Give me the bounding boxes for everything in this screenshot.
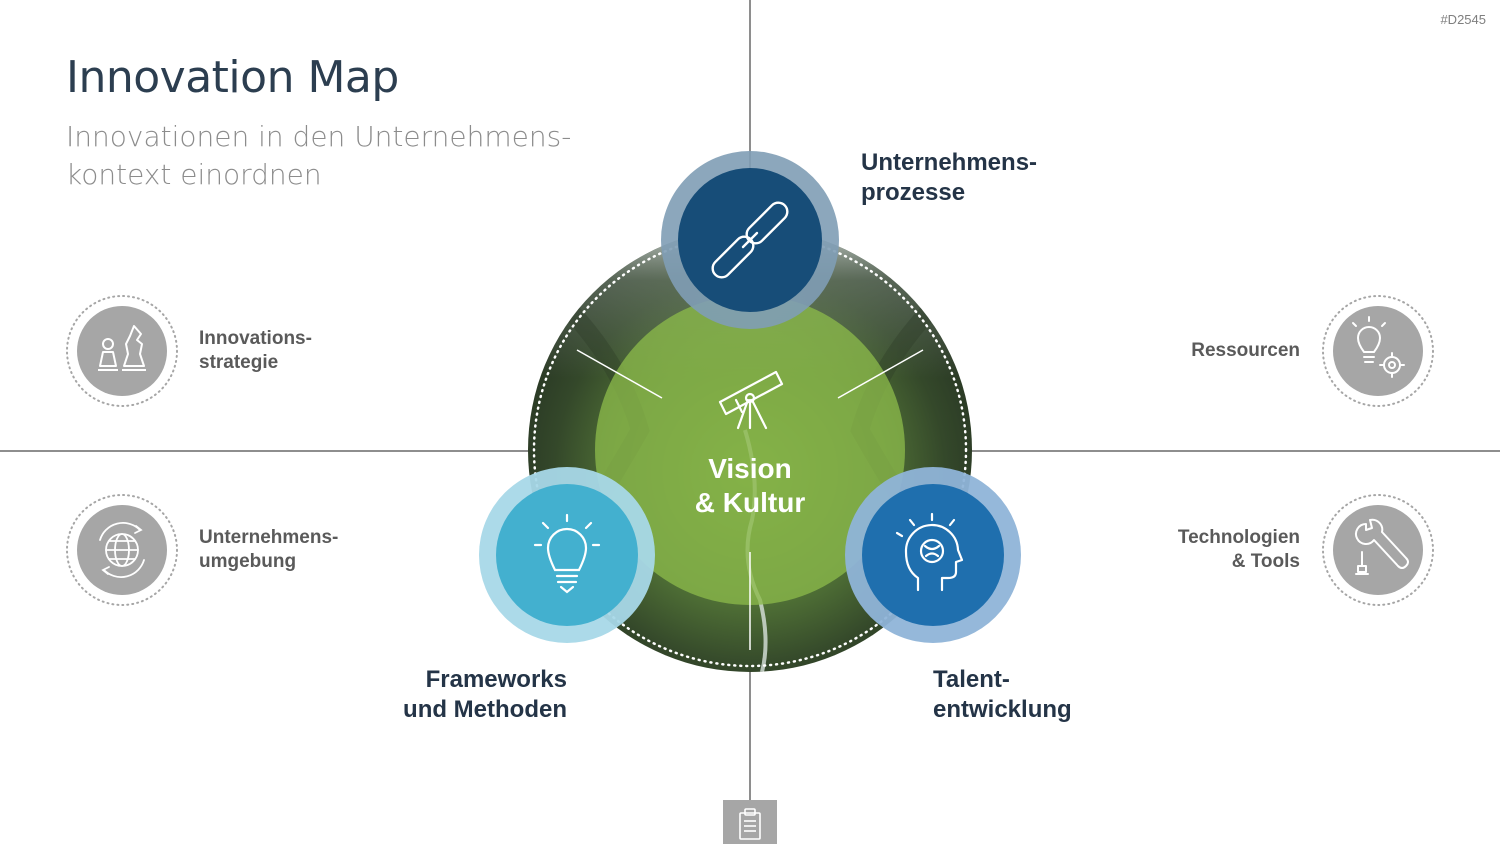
label-prozesse: Unternehmens- prozesse — [861, 148, 1037, 208]
label-frameworks-line-1: Frameworks — [367, 665, 567, 695]
pillar-talent — [845, 467, 1021, 643]
label-frameworks: Frameworks und Methoden — [367, 665, 567, 725]
label-umgebung-line-2: umgebung — [199, 550, 338, 574]
side-icon-ressourcen — [1323, 296, 1433, 406]
label-prozesse-line-2: prozesse — [861, 178, 1037, 208]
label-tools-line-1: Technologien — [1100, 526, 1300, 550]
side-icon-tools — [1323, 495, 1433, 605]
label-talent-line-2: entwicklung — [933, 695, 1072, 725]
pillar-prozesse — [661, 151, 839, 329]
center-label-line-2: & Kultur — [650, 486, 850, 520]
label-strategie-line-1: Innovations- — [199, 327, 312, 351]
label-talent: Talent- entwicklung — [933, 665, 1072, 725]
label-umgebung-line-1: Unternehmens- — [199, 526, 338, 550]
notes-tab[interactable] — [723, 800, 777, 844]
label-strategie-line-2: strategie — [199, 351, 312, 375]
label-tools-line-2: & Tools — [1100, 550, 1300, 574]
label-talent-line-1: Talent- — [933, 665, 1072, 695]
label-ressourcen: Ressourcen — [1100, 339, 1300, 363]
label-umgebung: Unternehmens- umgebung — [199, 526, 338, 574]
label-tools: Technologien & Tools — [1100, 526, 1300, 574]
pillar-frameworks — [479, 467, 655, 643]
side-icon-umgebung — [67, 495, 177, 605]
center-label-line-1: Vision — [650, 452, 850, 486]
label-prozesse-line-1: Unternehmens- — [861, 148, 1037, 178]
label-ressourcen-line-1: Ressourcen — [1100, 339, 1300, 363]
label-strategie: Innovations- strategie — [199, 327, 312, 375]
label-frameworks-line-2: und Methoden — [367, 695, 567, 725]
center-label: Vision & Kultur — [650, 452, 850, 520]
clipboard-icon — [723, 800, 777, 844]
side-icon-strategie — [67, 296, 177, 406]
